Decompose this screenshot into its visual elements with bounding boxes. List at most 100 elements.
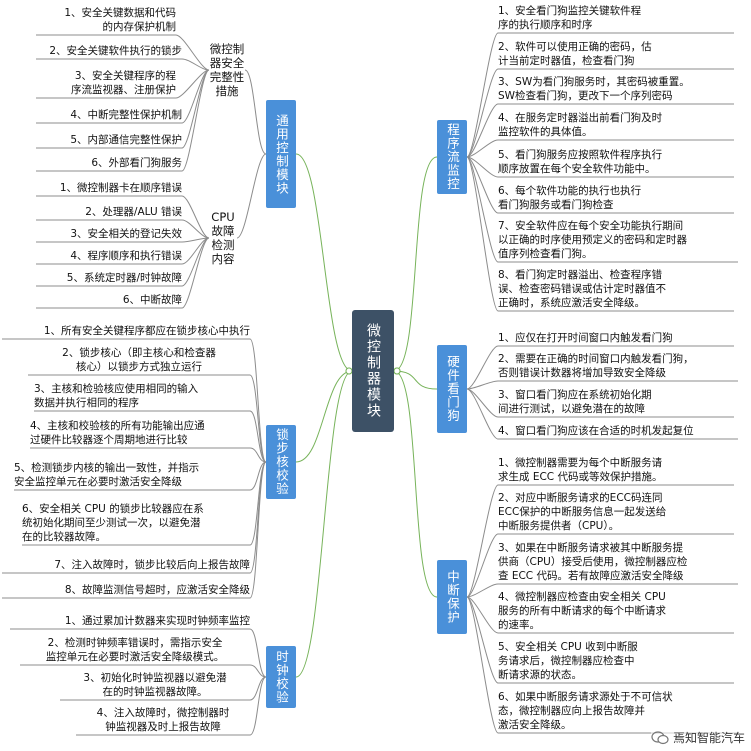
leaf-general-1-5[interactable]: 6、中断故障: [122, 294, 182, 306]
group-label: 微控制器安全完整性措施: [209, 42, 245, 98]
leaf-clock-1[interactable]: 2、检测时钟频率错误时，需指示安全监控单元在必要时激活安全降级模式。: [45, 637, 225, 663]
branch-label: 锁步核校验: [274, 428, 289, 496]
leaf-lockstep-4[interactable]: 5、检测锁步内核的输出一致性，并指示安全监控单元在必要时激活安全降级: [14, 462, 200, 488]
leaf-lockstep-0[interactable]: 1、所有安全关键程序都应在锁步核心中执行: [43, 325, 250, 337]
leaf-link: [466, 380, 499, 390]
leaf-link: [249, 447, 267, 463]
group-link: [244, 69, 267, 155]
leaf-flow-7[interactable]: 8、看门狗定时器溢出、检查程序错误、检查密码错误或估计定时器值不正确时，系统应激…: [498, 269, 666, 309]
root-link: [393, 370, 438, 390]
leaf-link: [466, 596, 499, 734]
branch-interrupt-protection[interactable]: 中断保护: [437, 560, 467, 634]
root-node[interactable]: 微控制器模块: [352, 310, 394, 432]
leaf-link: [466, 139, 499, 158]
leaf-clock-0[interactable]: 1、通过累加计数器来实现时钟频率监控: [64, 615, 250, 627]
branch-label: 硬件看门狗: [445, 355, 460, 423]
leaf-irq-4[interactable]: 5、安全相关 CPU 收到中断服务请求后，微控制器应检查中断请求源的状态。: [498, 641, 638, 681]
leaf-link: [466, 533, 499, 598]
branch-lockstep-check[interactable]: 锁步核校验: [266, 425, 296, 499]
leaf-general-1-4[interactable]: 5、系统定时器/时钟故障: [66, 272, 182, 284]
wechat-icon: [651, 730, 669, 744]
leaf-link: [466, 596, 499, 684]
branch-program-flow[interactable]: 程序流监控: [437, 120, 467, 194]
group-cpu-fault-detection[interactable]: CPU故障检测内容: [209, 210, 237, 266]
branch-clock-check[interactable]: 时钟校验: [266, 646, 296, 708]
leaf-flow-6[interactable]: 7、安全软件应在每个安全功能执行期间以正确的时序使用预定义的密码和定时器值序列检…: [498, 220, 687, 260]
root-link-dot: [393, 367, 401, 375]
leaf-clock-3[interactable]: 4、注入故障时，微控制器时钟监视器及时上报告故障: [96, 707, 230, 733]
root-link: [393, 156, 438, 372]
leaf-flow-0[interactable]: 1、安全看门狗监控关键软件程序的执行顺序和时序: [498, 5, 642, 31]
leaf-flow-3[interactable]: 4、在服务定时器溢出前看门狗及时监控软件的具体值。: [498, 112, 663, 138]
leaf-general-0-2[interactable]: 3、安全关键程序的程序流监视器、注册保护: [71, 70, 176, 96]
leaf-link: [181, 69, 210, 172]
root-label: 微控制器模块: [365, 323, 381, 419]
group-safety-measures[interactable]: 微控制器安全完整性措施: [209, 42, 245, 98]
leaf-link: [181, 237, 210, 309]
leaf-general-0-5[interactable]: 6、外部看门狗服务: [91, 157, 182, 169]
leaf-hwwd-2[interactable]: 3、窗口看门狗应在系统初始化期间进行测试，以避免潜在的故障: [498, 389, 652, 415]
leaf-general-0-3[interactable]: 4、中断完整性保护机制: [70, 109, 182, 121]
leaf-general-1-1[interactable]: 2、处理器/ALU 错误: [85, 206, 182, 218]
leaf-general-1-0[interactable]: 1、微控制器卡在顺序错误: [59, 182, 182, 194]
root-link: [295, 370, 353, 678]
leaf-lockstep-3[interactable]: 4、主核和校验核的所有功能输出应通过硬件比较器逐个周期地进行比较: [30, 420, 205, 446]
leaf-general-1-2[interactable]: 3、安全相关的登记失效: [70, 228, 182, 240]
leaf-link: [466, 484, 499, 598]
leaf-link: [181, 69, 210, 149]
leaf-general-0-1[interactable]: 2、安全关键软件执行的锁步: [49, 45, 182, 57]
root-link: [295, 370, 353, 463]
group-label: CPU故障检测内容: [211, 210, 235, 266]
leaf-flow-5[interactable]: 6、每个软件功能的执行也执行看门狗服务或看门狗检查: [498, 185, 642, 211]
leaf-link: [249, 338, 267, 463]
leaf-lockstep-5[interactable]: 6、安全相关 CPU 的锁步比较器应在系统初始化期间至少测试一次，以避免潜在的比…: [22, 503, 204, 543]
leaf-link: [466, 156, 499, 214]
leaf-flow-1[interactable]: 2、软件可以使用正确的密码，估计当前定时器值，检查看门狗: [498, 41, 652, 67]
branch-hardware-watchdog[interactable]: 硬件看门狗: [437, 345, 467, 433]
leaf-link: [249, 676, 267, 736]
watermark: 焉知智能汽车: [650, 729, 745, 746]
root-link: [393, 370, 438, 598]
leaf-link: [181, 58, 210, 71]
leaf-link: [466, 156, 499, 263]
leaf-link: [249, 628, 267, 678]
leaf-link: [175, 34, 210, 71]
leaf-link: [466, 388, 499, 440]
leaf-irq-0[interactable]: 1、微控制器需要为每个中断服务请求生成 ECC 代码或等效保护措施。: [498, 457, 663, 483]
watermark-text: 焉知智能汽车: [672, 731, 745, 745]
leaf-flow-4[interactable]: 5、看门狗服务应按照软件程序执行顺序放置在每个安全软件功能中。: [498, 149, 663, 175]
leaf-irq-5[interactable]: 6、如果中断服务请求源处于不可信状态，微控制器应向上报告故障并激活安全降级。: [498, 691, 673, 731]
leaf-hwwd-0[interactable]: 1、应仅在打开时间窗口内触发看门狗: [498, 332, 673, 344]
branch-label: 中断保护: [445, 570, 460, 624]
leaf-link: [181, 219, 210, 239]
leaf-link: [181, 195, 210, 239]
leaf-lockstep-7[interactable]: 8、故障监测信号超时，应激活安全降级: [64, 584, 250, 596]
leaf-general-1-3[interactable]: 4、程序顺序和执行错误: [70, 250, 182, 262]
leaf-lockstep-6[interactable]: 7、注入故障时，锁步比较后向上报告故障: [54, 559, 250, 571]
branch-label: 时钟校验: [274, 650, 289, 704]
branch-general-control[interactable]: 通用控制模块: [266, 100, 296, 208]
leaf-link: [175, 69, 210, 99]
leaf-hwwd-1[interactable]: 2、需要在正确的时间窗口内触发看门狗，否则错误计数器将增加导致安全降级: [498, 353, 694, 379]
leaf-hwwd-3[interactable]: 4、窗口看门狗应该在合适的时机发起复位: [498, 425, 694, 437]
leaf-link: [466, 103, 499, 158]
leaf-irq-2[interactable]: 3、如果在中断服务请求被其中断服务提供商（CPU）接受后使用，微控制器应检查 E…: [498, 542, 688, 582]
leaf-flow-2[interactable]: 3、SW为看门狗服务时，其密码被重置。SW检查看门狗，更改下一个序列密码: [498, 76, 690, 102]
leaf-link: [249, 664, 267, 678]
group-link: [236, 153, 267, 239]
leaf-link: [466, 156, 499, 312]
leaf-link: [249, 461, 267, 599]
leaf-link: [466, 596, 499, 634]
leaf-general-0-4[interactable]: 5、内部通信完整性保护: [70, 134, 182, 146]
leaf-link: [466, 68, 499, 158]
leaf-clock-2[interactable]: 3、初始化时钟监视器以避免潜在的时钟监视器故障。: [83, 672, 227, 698]
root-link: [295, 153, 353, 372]
leaf-lockstep-2[interactable]: 3、主核和检验核应使用相同的输入数据并执行相同的程序: [34, 383, 199, 409]
leaf-lockstep-1[interactable]: 2、锁步核心（即主核心和检查器核心）以锁步方式独立运行: [62, 347, 216, 373]
leaf-link: [249, 410, 267, 463]
leaf-link: [466, 583, 499, 598]
leaf-general-0-0[interactable]: 1、安全关键数据和代码的内存保护机制: [64, 7, 176, 33]
